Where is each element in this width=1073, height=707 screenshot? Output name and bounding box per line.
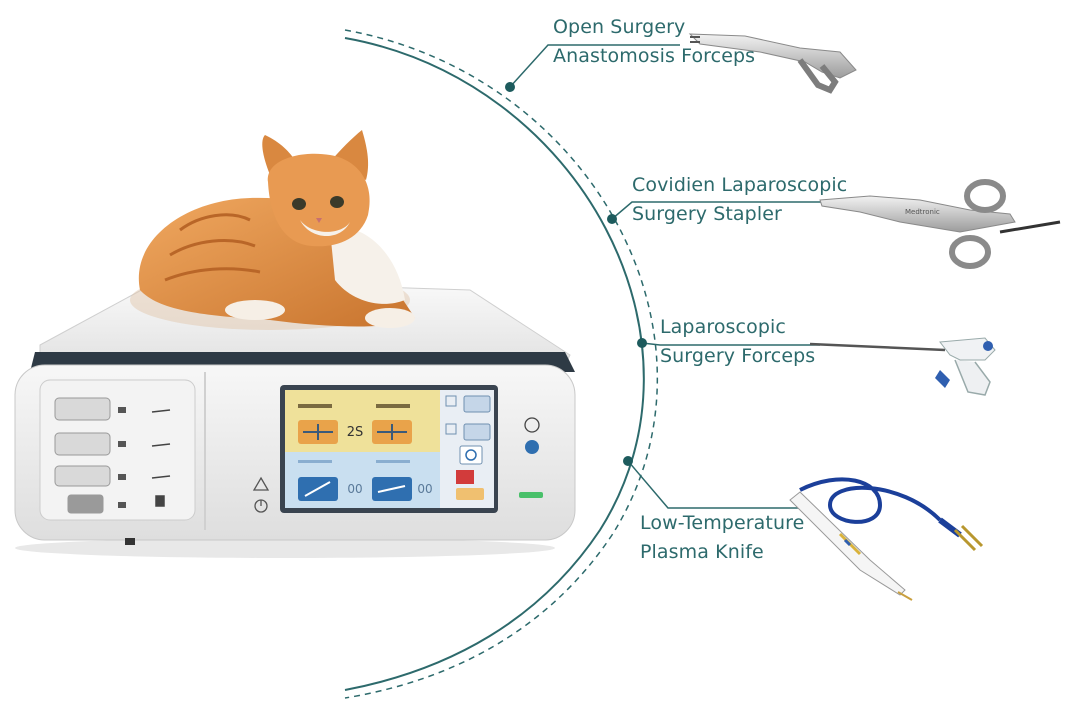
settings-icon xyxy=(525,440,539,454)
stop-button xyxy=(456,470,474,484)
callout-line1: Laparoscopic xyxy=(660,316,786,338)
port-labels xyxy=(118,407,126,508)
callout-line2: Plasma Knife xyxy=(640,541,764,563)
port-label-mark xyxy=(118,441,126,447)
port-socket xyxy=(54,397,111,421)
connector-dot xyxy=(623,456,633,466)
callout-line1: Covidien Laparoscopic xyxy=(632,174,848,196)
warning-icon xyxy=(252,476,270,491)
screen-timer-readout: 2S xyxy=(346,425,364,440)
screen-plus-button xyxy=(463,395,491,413)
svg-text:Medtronic: Medtronic xyxy=(905,208,940,216)
port-label-mark xyxy=(118,407,126,413)
callout-line2: Surgery Stapler xyxy=(632,203,782,225)
callout-laparoscopic-forceps: Laparoscopic Surgery Forceps xyxy=(660,313,815,371)
port-socket xyxy=(67,494,104,514)
connector-dot xyxy=(505,82,515,92)
screen-button xyxy=(445,395,457,407)
screen-menu-button xyxy=(456,488,484,500)
callout-connectors xyxy=(509,44,850,509)
callout-line2: Surgery Forceps xyxy=(660,345,816,367)
anastomosis-forceps-icon xyxy=(688,33,857,94)
port-socket xyxy=(54,432,111,456)
device-foot xyxy=(125,538,135,545)
power-icon xyxy=(254,499,268,513)
touch-screen xyxy=(285,390,494,508)
power-led xyxy=(519,492,543,498)
screen-right-readout: 00 xyxy=(417,482,433,496)
connector-dots xyxy=(505,82,647,466)
port-label-mark xyxy=(118,474,126,480)
indicator-ticks xyxy=(151,409,171,507)
callout-line1: Open Surgery xyxy=(553,16,686,38)
plasma-knife-icon xyxy=(789,477,984,601)
device-shadow xyxy=(15,538,555,558)
port-socket xyxy=(54,465,111,487)
callout-open-surgery-forceps: Open Surgery Anastomosis Forceps xyxy=(553,13,755,71)
screen-arrow-button xyxy=(463,423,491,441)
connector-dot xyxy=(637,338,647,348)
port-row xyxy=(54,397,111,514)
connector-arc xyxy=(344,29,659,699)
screen-button xyxy=(445,423,457,435)
surgical-stapler-icon: Medtronic xyxy=(819,179,1061,269)
foot-switch-icon xyxy=(524,417,540,433)
screen-left-readout: 00 xyxy=(347,482,363,496)
screen-circle-button xyxy=(459,445,483,465)
callout-plasma-knife: Low-Temperature Plasma Knife xyxy=(640,509,804,567)
callout-line1: Low-Temperature xyxy=(640,512,805,534)
callout-line2: Anastomosis Forceps xyxy=(553,45,756,67)
cat-image xyxy=(130,130,415,330)
connector-dot xyxy=(607,214,617,224)
callout-laparoscopic-stapler: Covidien Laparoscopic Surgery Stapler xyxy=(632,171,847,229)
laparoscopic-forceps-icon xyxy=(809,337,996,396)
port-label-mark xyxy=(118,502,126,508)
